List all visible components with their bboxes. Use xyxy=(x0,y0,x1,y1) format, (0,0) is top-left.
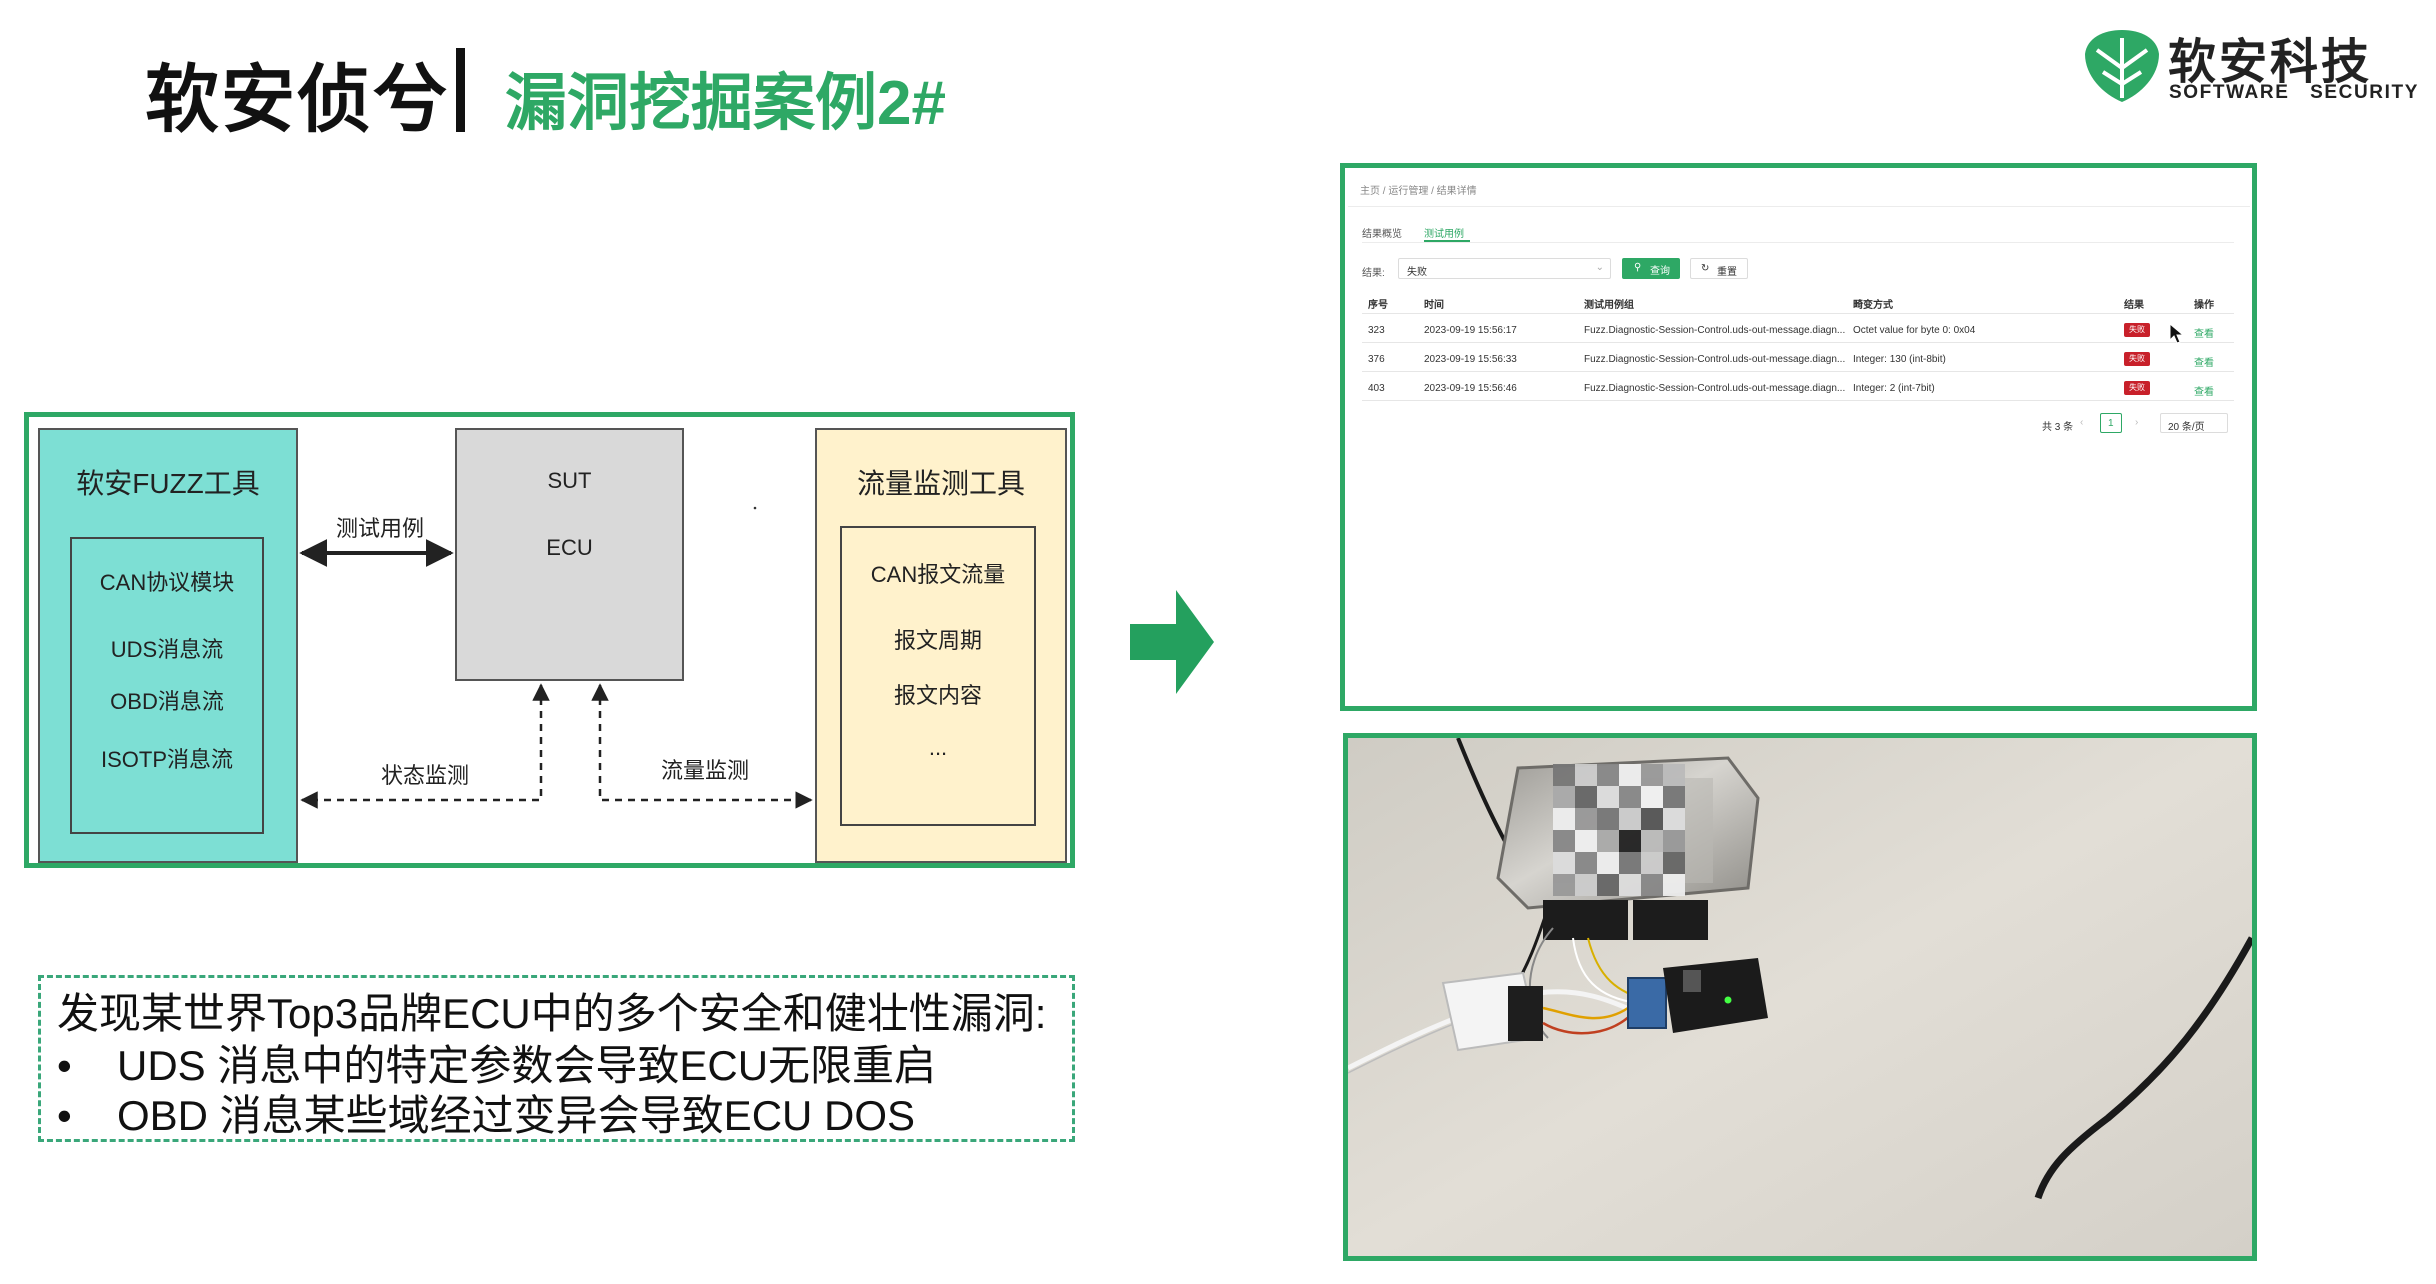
finding-item-2: •OBD 消息某些域经过变异会导致ECU DOS xyxy=(57,1092,916,1139)
pagination-total: 共 3 条 xyxy=(2042,422,2074,433)
fuzz-module-box xyxy=(70,537,264,834)
fuzz-item-isotp: ISOTP消息流 xyxy=(100,747,233,772)
pixelated-label xyxy=(1553,764,1685,896)
edge-label-test-cases: 测试用例 xyxy=(335,516,424,541)
tabs-divider xyxy=(1362,242,2234,243)
right-arrow-icon xyxy=(1130,590,1214,694)
tab-test-cases[interactable]: 测试用例 xyxy=(1424,229,1464,240)
findings-title: 发现某世界Top3品牌ECU中的多个安全和健壮性漏洞: xyxy=(57,990,1047,1037)
status-badge: 失败 xyxy=(2124,381,2150,395)
row-divider xyxy=(1362,371,2234,372)
traffic-monitor-tool-box xyxy=(815,428,1067,863)
col-header-result: 结果 xyxy=(2124,300,2144,311)
page-size-select[interactable]: 20 条/页 xyxy=(2160,413,2228,433)
logo-name-en: SOFTWARE SECURITY xyxy=(2169,82,2419,103)
fuzz-tool-title: 软安FUZZ工具 xyxy=(76,468,260,499)
fuzz-item-obd: OBD消息流 xyxy=(110,689,224,714)
row-divider xyxy=(1362,400,2234,401)
row-divider xyxy=(1362,342,2234,343)
refresh-icon: ↻ xyxy=(1701,263,1710,274)
screenshot-breadcrumb: 主页 / 运行管理 / 结果详情 xyxy=(1360,186,1477,197)
status-badge: 失败 xyxy=(2124,323,2150,337)
monitor-item-content: 报文内容 xyxy=(893,683,982,708)
result-filter-select[interactable]: 失败 ⌄ xyxy=(1398,258,1611,279)
view-link[interactable]: 查看 xyxy=(2194,358,2214,369)
active-tab-indicator xyxy=(1424,240,1470,242)
col-header-time: 时间 xyxy=(1424,300,1444,311)
pagination-page[interactable]: 1 xyxy=(2100,413,2122,433)
col-header-action: 操作 xyxy=(2194,300,2214,311)
ecu-label: ECU xyxy=(546,535,593,560)
col-header-group: 测试用例组 xyxy=(1584,300,1634,311)
sut-ecu-box xyxy=(455,428,684,681)
search-icon: ⚲ xyxy=(1634,262,1642,273)
test-results-screenshot xyxy=(1340,163,2257,711)
sut-label: SUT xyxy=(547,468,592,493)
monitor-item-more: ... xyxy=(928,735,948,760)
fuzz-tool-box xyxy=(38,428,298,863)
breadcrumb-divider xyxy=(1348,206,2250,207)
fuzz-item-uds: UDS消息流 xyxy=(110,637,224,662)
fuzz-item-can: CAN协议模块 xyxy=(99,570,235,595)
table-header-divider xyxy=(1362,313,2234,314)
slide-subtitle: 漏洞挖掘案例2# xyxy=(505,69,946,138)
monitor-tool-title: 流量监测工具 xyxy=(856,468,1025,499)
shield-leaf-icon xyxy=(2085,30,2159,102)
monitor-item-period: 报文周期 xyxy=(893,628,982,653)
pagination-prev-icon[interactable]: ‹ xyxy=(2080,417,2084,428)
edge-label-traffic-monitor: 流量监测 xyxy=(660,758,749,783)
mouse-cursor-icon xyxy=(2169,323,2185,344)
finding-item-1: •UDS 消息中的特定参数会导致ECU无限重启 xyxy=(57,1042,937,1089)
search-button[interactable]: ⚲ 查询 xyxy=(1622,258,1680,279)
reset-button[interactable]: ↻ 重置 xyxy=(1690,258,1748,279)
findings-box xyxy=(38,975,1075,1142)
monitor-item-can-traffic: CAN报文流量 xyxy=(870,562,1006,587)
view-link[interactable]: 查看 xyxy=(2194,329,2214,340)
filter-label: 结果: xyxy=(1362,268,1385,279)
ecu-hardware-photo xyxy=(1348,738,2252,1256)
pagination-next-icon[interactable]: › xyxy=(2135,417,2139,428)
col-header-mutation: 畸变方式 xyxy=(1853,300,1893,311)
logo-name-cn: 软安科技 xyxy=(2168,36,2373,89)
slide-title: 软安侦兮 xyxy=(145,58,449,141)
tab-overview[interactable]: 结果概览 xyxy=(1362,229,1402,240)
monitor-items-box xyxy=(840,526,1036,826)
edge-label-status-monitor: 状态监测 xyxy=(380,763,469,788)
view-link[interactable]: 查看 xyxy=(2194,387,2214,398)
title-separator xyxy=(456,48,465,132)
col-header-id: 序号 xyxy=(1368,300,1388,311)
status-badge: 失败 xyxy=(2124,352,2150,366)
chevron-down-icon: ⌄ xyxy=(1595,262,1604,273)
